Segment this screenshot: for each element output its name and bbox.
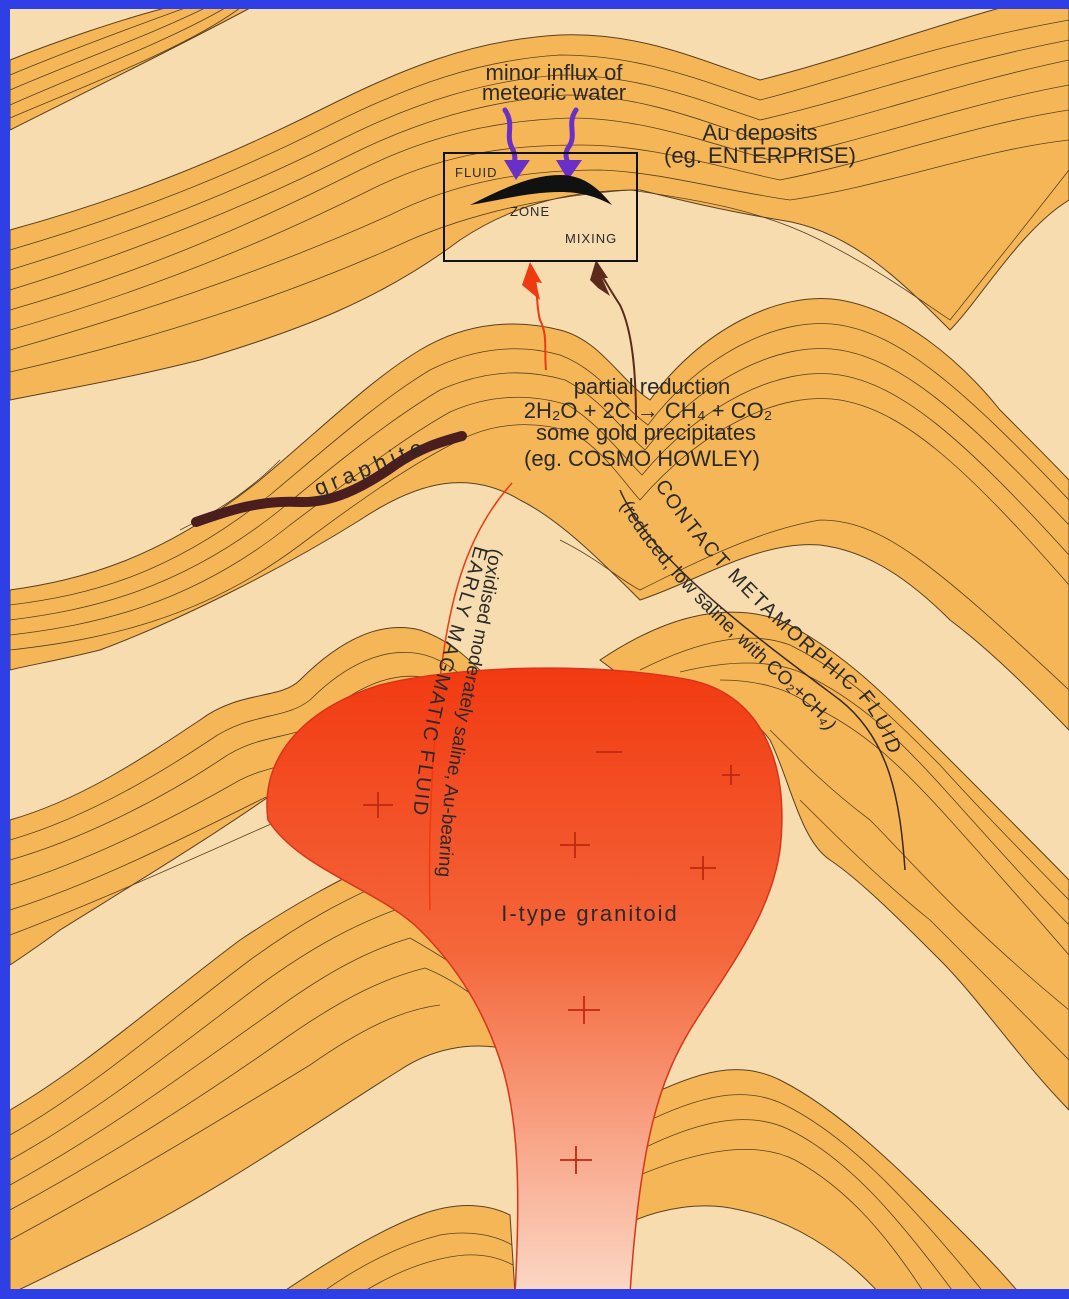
box-mixing-label: MIXING [565, 231, 617, 246]
granitoid-label: I-type granitoid [501, 901, 679, 926]
cosmo-howley-label: (eg. COSMO HOWLEY) [524, 446, 760, 471]
partial-reduction-label: partial reduction [574, 374, 731, 399]
some-gold-label: some gold precipitates [536, 420, 756, 445]
box-zone-label: ZONE [510, 204, 550, 219]
au-deposits-label-line1: Au deposits [703, 120, 818, 145]
box-fluid-label: FLUID [455, 165, 498, 180]
au-deposits-label-line2: (eg. ENTERPRISE) [664, 143, 856, 168]
meteoric-label-line2: meteoric water [482, 80, 626, 105]
